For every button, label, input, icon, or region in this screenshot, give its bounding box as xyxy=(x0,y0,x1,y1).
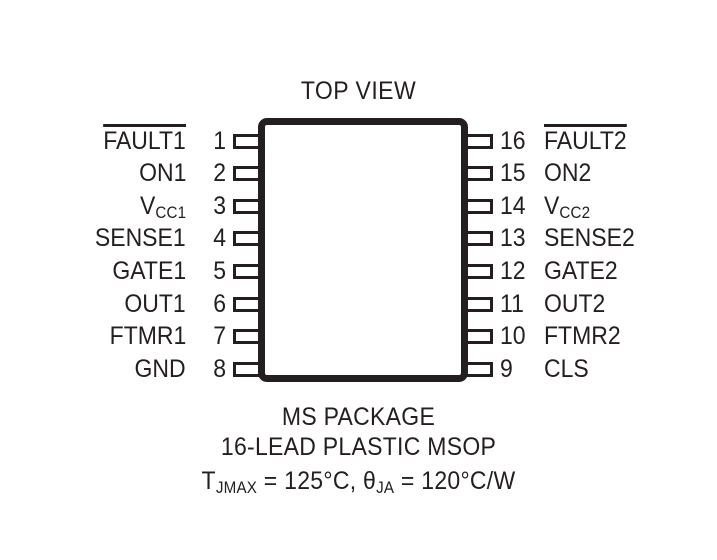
pin-label-text: FTMR2 xyxy=(544,322,621,351)
caption-block: MS PACKAGE 16-LEAD PLASTIC MSOP TJMAX = … xyxy=(0,402,717,499)
pin-label: VCC2 xyxy=(544,191,591,222)
pin-lead-stub xyxy=(464,263,493,279)
pin-number: 4 xyxy=(213,224,226,253)
pin-label-text: ON1 xyxy=(138,159,186,188)
pin-row: 15 ON2 xyxy=(464,159,717,188)
pin-label-text: OUT2 xyxy=(544,289,606,318)
pin-label: OUT1 xyxy=(124,289,186,318)
theta-symbol: θ xyxy=(363,467,377,495)
pin-lead-stub xyxy=(464,133,493,149)
pin-number: 2 xyxy=(213,159,226,188)
pin-label: SENSE2 xyxy=(544,226,635,251)
thermal-specification: TJMAX = 125°C, θJA = 120°C/W xyxy=(29,466,689,499)
pin-row: SENSE1 4 xyxy=(0,224,262,253)
pin-lead-stub xyxy=(464,198,493,214)
pin-label: GND xyxy=(134,354,186,383)
pin-label-subscript: CC1 xyxy=(155,203,186,222)
pin-label: CLS xyxy=(544,354,589,383)
pin-row: OUT1 6 xyxy=(0,289,262,318)
pin-number: 1 xyxy=(213,126,226,155)
pin-row: FTMR1 7 xyxy=(0,322,262,351)
pin-label-text: FAULT1 xyxy=(103,127,186,155)
pin-row: 12 GATE2 xyxy=(464,256,717,285)
pin-label: FTMR1 xyxy=(109,324,186,349)
pin-row: 9 CLS xyxy=(464,354,717,383)
pin-lead-stub xyxy=(464,166,493,182)
pin-number: 7 xyxy=(213,322,226,351)
pin-label-text: CLS xyxy=(544,354,589,383)
pin-lead-stub xyxy=(464,296,493,312)
pin-number: 11 xyxy=(500,289,524,318)
package-body-outline xyxy=(258,118,468,382)
pin-label-subscript: CC2 xyxy=(559,203,591,222)
pin-number: 14 xyxy=(500,191,526,220)
pin-number: 5 xyxy=(213,256,226,285)
pin-label-text: V xyxy=(139,191,156,220)
pin-label: GATE2 xyxy=(544,256,618,285)
pin-row: 14 VCC2 xyxy=(464,191,717,222)
tjmax-subscript: JMAX xyxy=(215,479,258,497)
pin-label: FAULT1 xyxy=(103,124,186,155)
pin-label: FAULT2 xyxy=(544,124,627,155)
active-low-overline: FAULT2 xyxy=(544,124,627,155)
pin-row: 10 FTMR2 xyxy=(464,322,717,351)
pin-row: FAULT1 1 xyxy=(0,124,262,155)
pin-label-text: V xyxy=(544,191,560,220)
pin-row: 11 OUT2 xyxy=(464,289,717,318)
pin-lead-stub xyxy=(464,231,493,247)
pin-number: 8 xyxy=(213,354,226,383)
pin-number: 6 xyxy=(213,289,226,318)
active-low-overline: FAULT1 xyxy=(103,124,186,155)
pin-label-text: GATE1 xyxy=(112,256,186,285)
pin-number: 12 xyxy=(500,256,526,285)
pin-label-text: ON2 xyxy=(544,159,592,188)
pin-label: SENSE1 xyxy=(95,226,186,251)
pin-number: 13 xyxy=(500,224,526,253)
pin-label-text: GND xyxy=(134,354,186,383)
pin-number: 16 xyxy=(500,126,526,155)
pin-label: ON2 xyxy=(544,161,591,186)
pin-label-text: GATE2 xyxy=(544,256,618,285)
pin-label-text: SENSE1 xyxy=(95,224,186,253)
pin-row: 13 SENSE2 xyxy=(464,224,717,253)
package-description: 16-LEAD PLASTIC MSOP xyxy=(220,433,497,461)
pin-label: FTMR2 xyxy=(544,324,621,349)
package-name: MS PACKAGE xyxy=(281,403,436,431)
pin-number: 10 xyxy=(500,322,526,351)
pin-label-text: SENSE2 xyxy=(544,224,635,253)
pin-row: GND 8 xyxy=(0,354,262,383)
pin-label: VCC1 xyxy=(139,191,186,222)
pin-number: 3 xyxy=(213,191,226,220)
tjmax-value: = 125°C, xyxy=(257,467,364,495)
pin-label-text: OUT1 xyxy=(124,289,186,318)
pin-lead-stub xyxy=(464,361,493,377)
theta-value: = 120°C/W xyxy=(394,467,516,495)
pin-label-text: FTMR1 xyxy=(109,322,186,351)
pin-label: ON1 xyxy=(139,161,186,186)
pin-label: OUT2 xyxy=(544,289,606,318)
pin-label-text: FAULT2 xyxy=(544,127,627,155)
pin-row: GATE1 5 xyxy=(0,256,262,285)
theta-subscript: JA xyxy=(376,479,395,497)
pin-row: ON1 2 xyxy=(0,159,262,188)
pin-number: 15 xyxy=(500,159,526,188)
tjmax-symbol: T xyxy=(201,467,216,495)
pin-row: 16 FAULT2 xyxy=(464,124,717,155)
page-title: TOP VIEW xyxy=(300,77,417,105)
pin-number: 9 xyxy=(500,354,513,383)
pin-lead-stub xyxy=(464,329,493,345)
pin-label: GATE1 xyxy=(112,256,186,285)
pin-row: VCC1 3 xyxy=(0,191,262,222)
